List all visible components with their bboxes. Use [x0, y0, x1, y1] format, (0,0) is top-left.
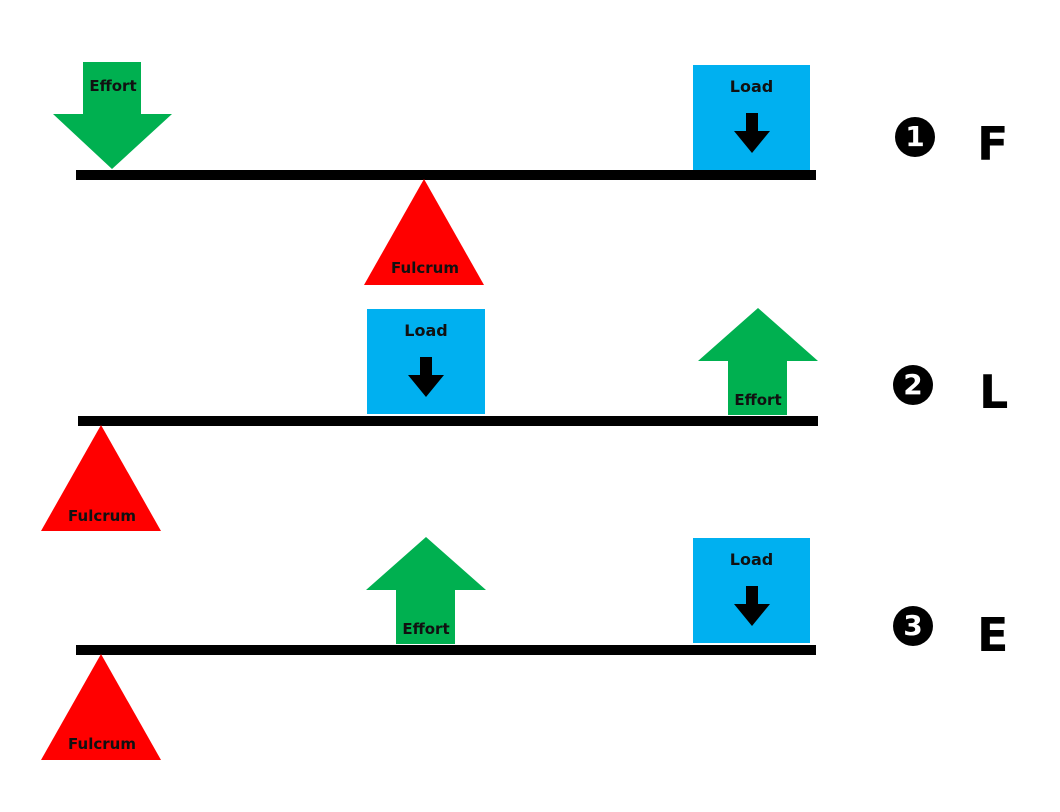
lever-1-fulcrum-label: Fulcrum	[391, 259, 459, 277]
lever-3-class-letter: E	[977, 608, 1009, 662]
lever-1-effort-arrow: Effort	[53, 62, 172, 169]
lever-2-beam	[78, 416, 818, 426]
lever-1-effort-label: Effort	[89, 77, 136, 95]
lever-2-class-letter: L	[979, 365, 1009, 419]
lever-2-effort-label: Effort	[734, 391, 781, 409]
lever-1-fulcrum: Fulcrum	[364, 179, 484, 285]
lever-2-load-box: Load	[367, 309, 485, 414]
lever-3-fulcrum: Fulcrum	[41, 654, 161, 760]
lever-1-beam	[76, 170, 816, 180]
lever-2-number-badge: 2	[893, 365, 933, 405]
lever-3-number-badge: 3	[893, 606, 933, 646]
lever-2-effort-arrow: Effort	[698, 308, 818, 415]
lever-1-load-label: Load	[729, 77, 774, 96]
lever-2-fulcrum: Fulcrum	[41, 425, 161, 531]
lever-2-load-label: Load	[404, 321, 448, 340]
lever-3-effort-arrow: Effort	[366, 537, 486, 644]
lever-1-number-badge: 1	[895, 117, 935, 157]
lever-2-load-down-arrow-icon	[408, 357, 444, 397]
lever-3-effort-label: Effort	[402, 620, 449, 638]
lever-1-load-box: Load	[693, 65, 810, 170]
lever-1-class-letter: F	[977, 117, 1009, 171]
lever-3-load-box: Load	[693, 538, 810, 643]
lever-3-fulcrum-label: Fulcrum	[68, 735, 136, 753]
lever-3-load-label: Load	[729, 550, 774, 569]
lever-3-load-down-arrow-icon	[734, 586, 770, 626]
lever-3-beam	[76, 645, 816, 655]
lever-1-load-down-arrow-icon	[734, 113, 770, 153]
lever-2-fulcrum-label: Fulcrum	[68, 507, 136, 525]
